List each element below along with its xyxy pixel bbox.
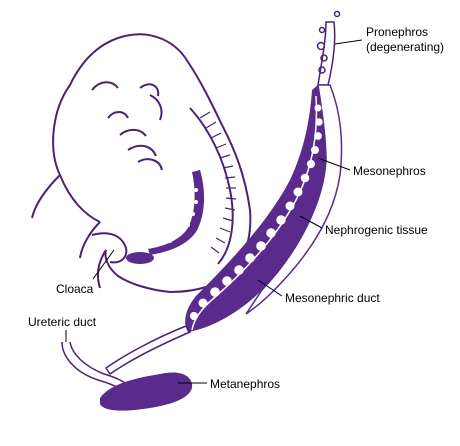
duct-to-cloaca	[104, 325, 192, 376]
pronephros-remnants	[316, 10, 341, 74]
mesonephros-label: Mesonephros	[353, 164, 426, 178]
embryo-tail	[31, 174, 107, 289]
pronephros-label: Pronephros	[366, 25, 428, 39]
nephrogenic-region	[245, 84, 343, 315]
embryo-mesonephros	[148, 170, 205, 255]
metanephros	[100, 372, 193, 411]
nephrogenic-tissue-label: Nephrogenic tissue	[325, 223, 428, 237]
embryo-gut	[91, 232, 128, 264]
mesonephros-leader	[317, 157, 351, 171]
pronephros-label-line2: (degenerating)	[366, 40, 444, 54]
embryo-cloaca-shape	[126, 252, 154, 264]
pronephros-leader	[334, 39, 363, 45]
mesonephric-duct-leader	[257, 279, 283, 297]
embryo-somites	[199, 111, 237, 254]
mesonephric-duct-label: Mesonephric duct	[285, 291, 380, 305]
mesonephros-band	[185, 85, 326, 332]
embryo-drawing	[31, 33, 252, 294]
nephrogenic-tissue-leader	[299, 215, 323, 229]
cloaca-leader	[92, 249, 115, 280]
embryo-arches	[127, 94, 163, 171]
embryo-back	[189, 107, 234, 265]
mesonephric-duct	[191, 95, 318, 331]
metanephros-label: Metanephros	[210, 377, 280, 391]
embryo-tubules	[168, 188, 198, 243]
labels: Pronephros (degenerating) Mesonephros Ne…	[28, 25, 444, 391]
embryo-face	[91, 81, 160, 137]
cloaca-label: Cloaca	[56, 282, 94, 296]
embryo-outline	[52, 33, 252, 294]
ureteric-duct-label: Ureteric duct	[28, 315, 97, 329]
